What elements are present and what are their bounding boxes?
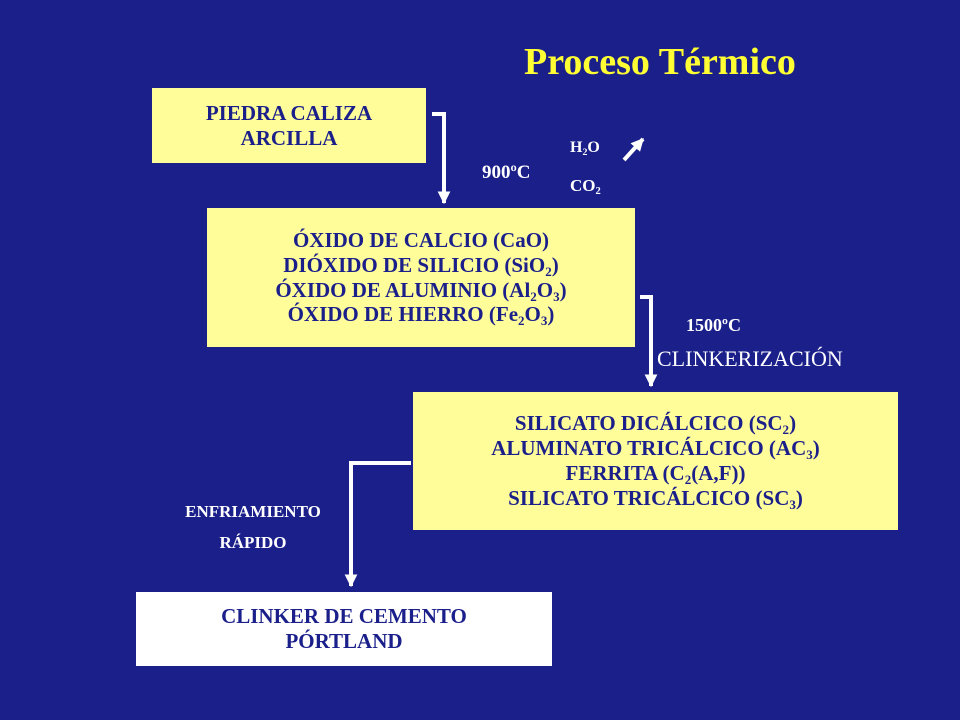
temperature-900-label: 900ºC <box>482 162 531 183</box>
gas-release-arrow-icon <box>622 137 645 162</box>
clinker-phases-box: SILICATO DICÁLCICO (SC2) ALUMINATO TRICÁ… <box>413 392 898 530</box>
oxide-line-silicon: DIÓXIDO DE SILICIO (SiO2) <box>283 252 559 279</box>
rapid-cooling-line-1: ENFRIAMIENTO <box>185 502 321 521</box>
phase-line-c2s: SILICATO DICÁLCICO (SC2) <box>514 411 797 438</box>
clinkerization-label: CLINKERIZACIÓN <box>657 346 843 371</box>
page-title: Proceso Térmico <box>524 41 796 83</box>
phase-line-ferrite: FERRITA (C2(A,F)) <box>565 461 746 487</box>
raw-material-clay: ARCILLA <box>240 125 338 150</box>
temperature-1500-label: 1500ºC <box>686 315 741 335</box>
portland-clinker-box: CLINKER DE CEMENTO PÓRTLAND <box>136 592 552 666</box>
raw-materials-box: PIEDRA CALIZA ARCILLA <box>152 88 426 163</box>
oxides-box: ÓXIDO DE CALCIO (CaO) DIÓXIDO DE SILICIO… <box>207 208 635 347</box>
oxide-line-iron: ÓXIDO DE HIERRO (Fe2O3) <box>287 302 555 329</box>
byproduct-co2-label: CO2 <box>570 176 601 198</box>
connector-arrow-2 <box>640 295 658 388</box>
phase-line-c3a: ALUMINATO TRICÁLCICO (AC3) <box>491 436 820 463</box>
connector-arrow-1 <box>432 112 451 205</box>
rapid-cooling-label: ENFRIAMIENTO RÁPIDO <box>160 496 346 558</box>
byproduct-water-label: H2O <box>570 139 600 158</box>
oxide-line-aluminium: ÓXIDO DE ALUMINIO (Al2O3) <box>275 277 567 304</box>
connector-arrow-3 <box>344 461 411 588</box>
raw-material-limestone: PIEDRA CALIZA <box>205 100 373 125</box>
phase-line-c3s: SILICATO TRICÁLCICO (SC3) <box>508 485 803 512</box>
portland-clinker-line-1: CLINKER DE CEMENTO <box>221 604 467 629</box>
portland-clinker-line-2: PÓRTLAND <box>285 629 403 653</box>
oxide-line-calcium: ÓXIDO DE CALCIO (CaO) <box>292 227 550 252</box>
rapid-cooling-line-2: RÁPIDO <box>219 533 287 552</box>
